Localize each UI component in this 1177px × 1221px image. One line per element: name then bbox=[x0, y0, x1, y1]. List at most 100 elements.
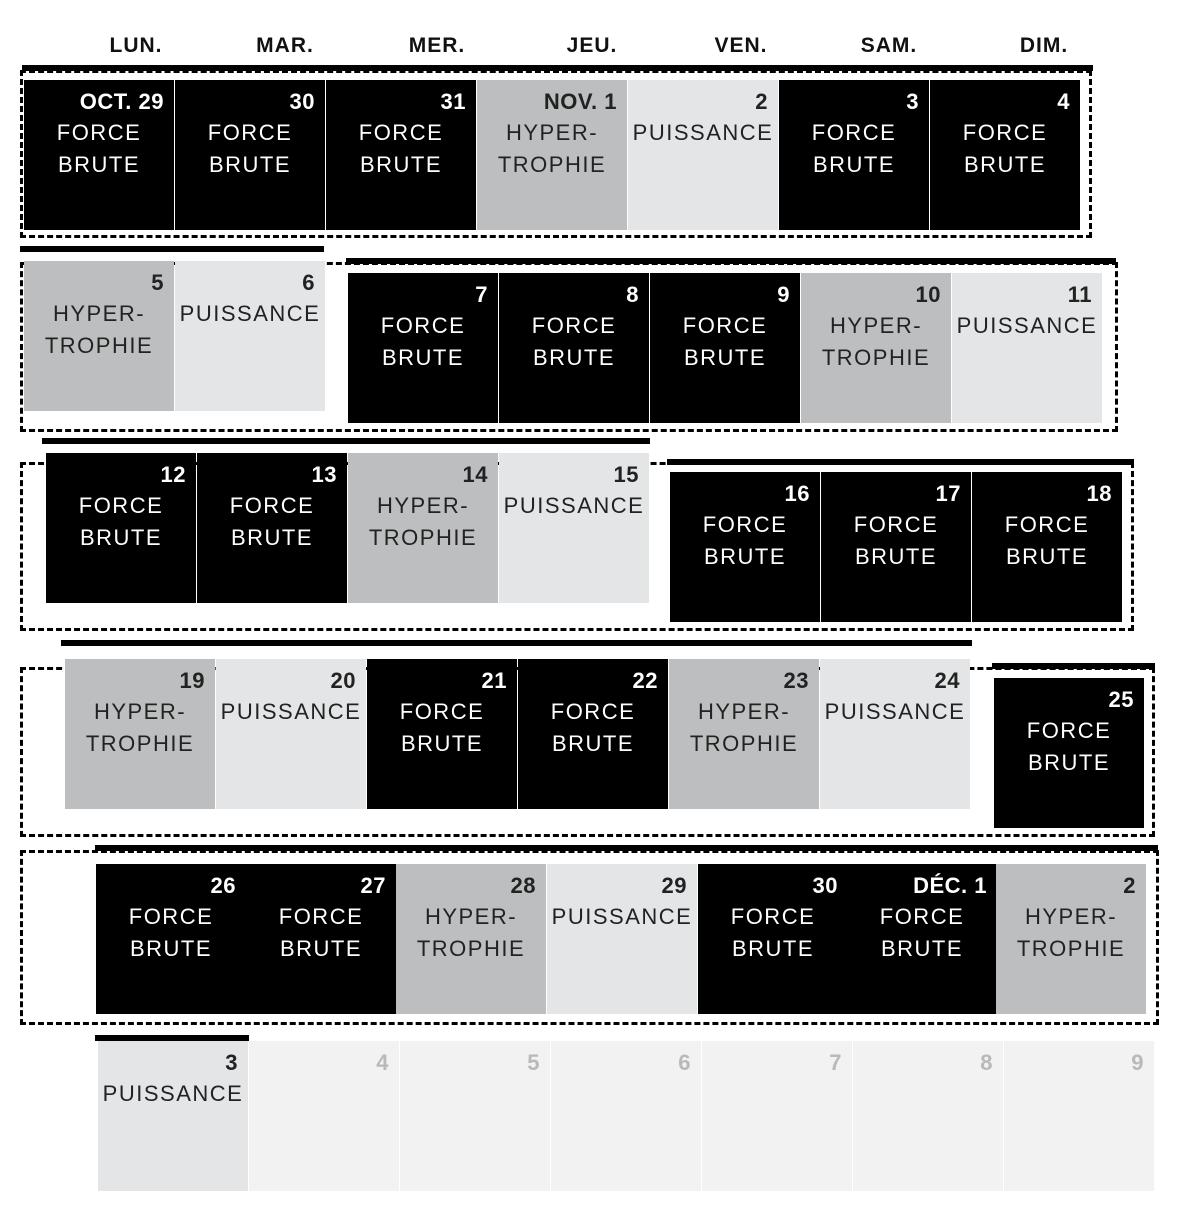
day-date: 9 bbox=[777, 282, 790, 307]
day-date: 29 bbox=[661, 873, 687, 898]
phase-label: FORCE BRUTE bbox=[702, 512, 788, 569]
day-date: 19 bbox=[179, 668, 205, 693]
day-date: 15 bbox=[613, 462, 639, 487]
day-date: 21 bbox=[481, 668, 507, 693]
day-date: 5 bbox=[151, 270, 164, 295]
day-date: 31 bbox=[440, 89, 466, 114]
day-date: 2 bbox=[755, 89, 768, 114]
block-top-bar bbox=[667, 459, 1134, 465]
day-cell-empty: 9 bbox=[1004, 1041, 1154, 1191]
phase-label: PUISSANCE bbox=[179, 301, 321, 326]
phase-label: FORCE BRUTE bbox=[730, 904, 816, 961]
block-top-bar bbox=[95, 845, 1158, 851]
day-date: 3 bbox=[225, 1050, 238, 1075]
block-top-bar bbox=[42, 438, 650, 444]
day-header: MER. bbox=[408, 34, 466, 57]
day-date: 23 bbox=[783, 668, 809, 693]
day-header: VEN. bbox=[714, 34, 768, 57]
day-date: 22 bbox=[632, 668, 658, 693]
day-date: 2 bbox=[1123, 873, 1136, 898]
day-cell-force: DÉC. 1 FORCE BRUTE bbox=[847, 864, 997, 1014]
phase-label: HYPER- TROPHIE bbox=[821, 313, 931, 370]
phase-label: PUISSANCE bbox=[503, 493, 645, 518]
phase-label: HYPER- TROPHIE bbox=[44, 301, 154, 358]
day-cell-empty: 5 bbox=[400, 1041, 550, 1191]
day-date: 24 bbox=[934, 668, 960, 693]
day-date: 7 bbox=[475, 282, 488, 307]
phase-label: PUISSANCE bbox=[824, 699, 966, 724]
day-date: 3 bbox=[906, 89, 919, 114]
phase-label: FORCE BRUTE bbox=[278, 904, 364, 961]
day-cell-empty: 6 bbox=[551, 1041, 701, 1191]
phase-label: FORCE BRUTE bbox=[962, 120, 1048, 177]
day-date: 26 bbox=[210, 873, 236, 898]
day-date: 30 bbox=[289, 89, 315, 114]
day-cell-empty: 7 bbox=[702, 1041, 852, 1191]
phase-label: PUISSANCE bbox=[956, 313, 1098, 338]
day-date: DÉC. 1 bbox=[913, 873, 987, 898]
day-date: 8 bbox=[626, 282, 639, 307]
week-dashed-outline bbox=[20, 850, 1159, 1025]
phase-label: FORCE BRUTE bbox=[78, 493, 164, 550]
phase-label: FORCE BRUTE bbox=[1004, 512, 1090, 569]
day-date: 28 bbox=[510, 873, 536, 898]
day-date: 8 bbox=[980, 1050, 993, 1075]
block-top-bar bbox=[61, 640, 972, 646]
phase-label: FORCE BRUTE bbox=[399, 699, 485, 756]
phase-label: FORCE BRUTE bbox=[879, 904, 965, 961]
phase-label: HYPER- TROPHIE bbox=[85, 699, 195, 756]
day-date: 10 bbox=[915, 282, 941, 307]
phase-label: PUISSANCE bbox=[220, 699, 362, 724]
day-date: 4 bbox=[1057, 89, 1070, 114]
phase-label: HYPER- TROPHIE bbox=[689, 699, 799, 756]
phase-label: HYPER- TROPHIE bbox=[1016, 904, 1126, 961]
day-date: 13 bbox=[311, 462, 337, 487]
day-date: 9 bbox=[1131, 1050, 1144, 1075]
phase-label: PUISSANCE bbox=[102, 1081, 244, 1106]
phase-label: FORCE BRUTE bbox=[380, 313, 466, 370]
phase-label: FORCE BRUTE bbox=[207, 120, 293, 177]
day-header: SAM. bbox=[860, 34, 918, 57]
phase-label: FORCE BRUTE bbox=[682, 313, 768, 370]
day-date: 18 bbox=[1086, 481, 1112, 506]
phase-label: FORCE BRUTE bbox=[229, 493, 315, 550]
day-cell-empty: 4 bbox=[249, 1041, 399, 1191]
day-date: OCT. 29 bbox=[79, 89, 164, 114]
day-cell-empty: 8 bbox=[853, 1041, 1003, 1191]
block-top-bar bbox=[95, 1035, 249, 1041]
phase-label: HYPER- TROPHIE bbox=[497, 120, 607, 177]
phase-label: FORCE BRUTE bbox=[531, 313, 617, 370]
day-header: JEU. bbox=[566, 34, 618, 57]
day-date: 17 bbox=[935, 481, 961, 506]
phase-label: HYPER- TROPHIE bbox=[416, 904, 526, 961]
phase-label: FORCE BRUTE bbox=[811, 120, 897, 177]
phase-label: FORCE BRUTE bbox=[853, 512, 939, 569]
phase-label: HYPER- TROPHIE bbox=[368, 493, 478, 550]
day-date: 16 bbox=[784, 481, 810, 506]
day-date: 7 bbox=[829, 1050, 842, 1075]
